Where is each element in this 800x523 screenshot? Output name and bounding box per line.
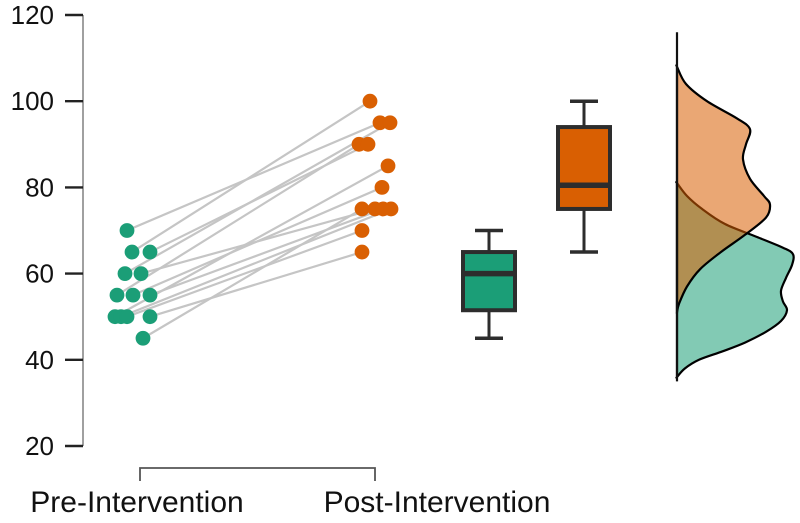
pair-line (123, 121, 392, 275)
post-density-curve (675, 64, 772, 315)
post-dot (360, 136, 376, 152)
pair-line (131, 186, 384, 297)
pre-dot (119, 223, 135, 238)
pair-line (130, 100, 372, 254)
pre-dot (117, 266, 133, 281)
pre-dot (142, 244, 158, 260)
scatter-dots (107, 93, 399, 346)
x-label-pre: Pre-Intervention (30, 486, 243, 519)
pre-dot (124, 244, 140, 260)
pair-line (119, 207, 393, 318)
post-dot (374, 180, 390, 195)
y-tick-label: 120 (11, 0, 54, 30)
post-dot (383, 201, 399, 217)
pre-dot (119, 309, 135, 325)
y-tick-label: 40 (25, 345, 54, 375)
y-tick-label: 20 (25, 431, 54, 461)
pair-line (115, 143, 361, 297)
pre-dot (125, 287, 141, 303)
pair-line (148, 207, 385, 297)
pre-dot (142, 309, 158, 325)
post-dot (380, 158, 396, 174)
pair-line (148, 250, 364, 318)
y-tick-label: 60 (25, 259, 54, 289)
pre-boxplot-box (461, 250, 517, 313)
pre-dot (142, 287, 158, 303)
box-plots (461, 99, 612, 340)
comparison-bracket (139, 467, 376, 481)
x-label-post: Post-Intervention (324, 486, 551, 519)
pre-dot (109, 287, 125, 303)
post-boxplot-box (556, 125, 612, 211)
post-dot (382, 115, 398, 131)
post-dot (354, 223, 370, 238)
pre-dot (135, 330, 151, 346)
y-tick-label: 100 (11, 86, 54, 116)
post-dot (354, 201, 370, 217)
pair-line (141, 207, 364, 340)
y-axis: 120 100 80 60 40 20 (11, 0, 84, 461)
pair-line (113, 164, 390, 318)
density-curves (675, 32, 795, 382)
pair-line (125, 229, 364, 318)
post-dot (354, 244, 370, 260)
annotations: Pre-Intervention Post-Intervention (30, 467, 551, 519)
pre-dot (133, 266, 149, 281)
pair-lines (113, 100, 393, 340)
post-dot (362, 93, 378, 109)
y-tick-label: 80 (25, 172, 54, 202)
pair-line (125, 121, 382, 232)
